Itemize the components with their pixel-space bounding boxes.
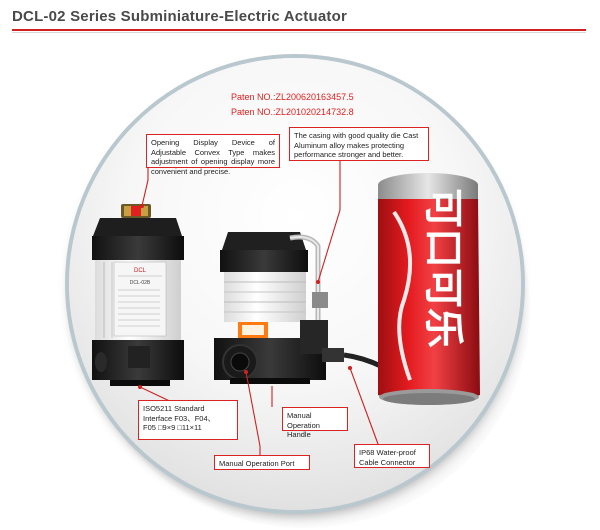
leader-lines xyxy=(139,146,379,455)
iso-line-1: ISO5211 Standard xyxy=(143,404,205,413)
callout-manual-port: Manual Operation Port xyxy=(214,455,310,470)
product-model: DCL-02B xyxy=(130,280,151,286)
manual-handle-line-2: Handle xyxy=(287,430,311,439)
actuator-side xyxy=(214,232,394,384)
callout-opening-display: Opening Display Device of Adjustable Con… xyxy=(146,134,280,176)
leader-dots xyxy=(138,204,352,389)
patent-2: Paten NO.:ZL201020214732.8 xyxy=(231,107,354,117)
title-rule-secondary xyxy=(12,32,586,33)
iso-line-2: Interface F03、F04、 xyxy=(143,413,216,423)
callout-cable-connector: IP68 Water-proof Cable Connector xyxy=(354,444,430,468)
cola-can: 可口可乐 xyxy=(378,173,480,405)
actuator-front: DCL DCL-02B xyxy=(92,204,184,386)
iso-line-3: F05 □9×9 □11×11 xyxy=(143,423,202,432)
patent-1: Paten NO.:ZL200620163457.5 xyxy=(231,92,354,102)
title-rule xyxy=(12,29,586,31)
callout-iso5211: ISO5211 Standard Interface F03、F04、 F05 … xyxy=(138,400,238,440)
manual-handle-line-1: Manual Operation xyxy=(287,411,320,430)
can-label: 可口可乐 xyxy=(420,188,466,348)
callout-casing: The casing with good quality die Cast Al… xyxy=(289,127,429,161)
page-title: DCL-02 Series Subminiature-Electric Actu… xyxy=(12,8,347,25)
callout-manual-handle: Manual Operation Handle xyxy=(282,407,348,439)
cable-line-1: IP68 Water-proof xyxy=(359,448,416,457)
product-brand: DCL xyxy=(134,268,147,274)
cable-line-2: Cable Connector xyxy=(359,457,416,467)
